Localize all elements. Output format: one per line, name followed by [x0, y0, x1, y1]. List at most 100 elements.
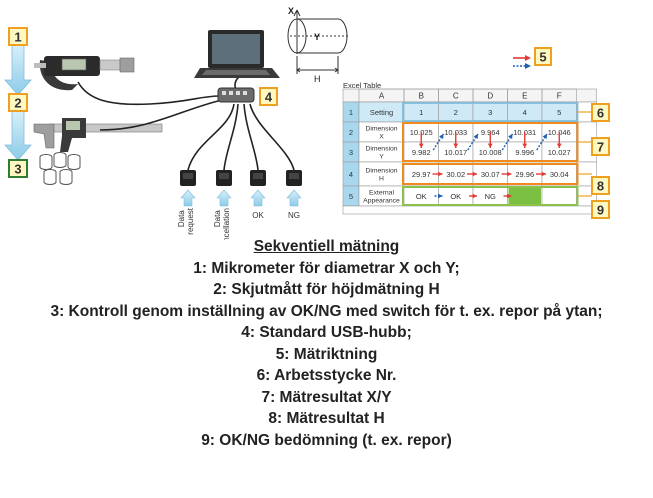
excel-column-header-label: F: [557, 92, 562, 101]
excel-row-label: Dimension: [365, 126, 397, 133]
caption-line-9: 9: OK/NG bedömning (t. ex. repor): [201, 431, 452, 449]
excel-row-number: 4: [349, 170, 353, 179]
cables: [77, 69, 295, 171]
excel-cell-value: 29.96: [515, 170, 534, 179]
excel-cell-value: OK: [450, 192, 461, 201]
h-arrow-head: [507, 171, 512, 177]
excel-cell-value: 9.996: [515, 148, 534, 157]
caption-line-2: 2: Skjutmått för höjdmätning H: [213, 281, 440, 298]
excel-cell-value: 30.02: [446, 170, 465, 179]
excel-row-number: 5: [349, 192, 353, 201]
switch-label-line: Data: [213, 210, 222, 227]
y-to-next-x-arrow-head: [473, 134, 478, 139]
badge-6-label: 6: [597, 106, 604, 121]
x-to-y-arrow-head: [522, 143, 528, 148]
caption-line-3: 3: Kontroll genom inställning av OK/NG m…: [50, 302, 603, 320]
badge-3: 3: [8, 159, 28, 178]
caption-line-6: 6: Arbetsstycke Nr.: [256, 367, 397, 384]
badge-4: 4: [259, 87, 278, 106]
switch-label-data-cancellation: Data cancellation: [213, 208, 231, 240]
excel-cell-value: 10.017: [444, 148, 467, 157]
badge-7: 7: [591, 137, 610, 156]
badge-1-label: 1: [14, 30, 21, 45]
caption-line-8: 8: Mätresultat H: [268, 410, 385, 427]
badge-9-label: 9: [597, 203, 604, 218]
excel-column-header-label: C: [453, 92, 459, 101]
appearance-arrow-head: [472, 193, 477, 199]
excel-cell-value: 5: [557, 108, 561, 117]
excel-row-label: Appearance: [363, 198, 400, 205]
switch-label-line: request: [186, 207, 195, 234]
usb-hub-icon: [217, 87, 255, 103]
badge-8-label: 8: [597, 179, 604, 194]
badge-3-label: 3: [14, 162, 21, 177]
switch-ng: [286, 170, 302, 207]
up-arrow-icon: [216, 189, 232, 207]
appearance-arrow-head: [438, 193, 443, 199]
badge-6: 6: [591, 103, 610, 122]
caption-block: Sekventiell mätning 1: Mikrometer för di…: [0, 236, 653, 451]
switch-label-ng: NG: [288, 211, 300, 220]
h-arrow-head: [541, 171, 546, 177]
laptop-icon: [194, 30, 280, 78]
excel-cell-value: 10.027: [548, 148, 571, 157]
excel-column-header-label: A: [379, 92, 385, 101]
excel-judgement-fill: [508, 188, 541, 204]
switch-data-request: [180, 170, 196, 207]
switch-label-line: cancellation: [222, 208, 231, 240]
y-to-next-x-arrow-head: [542, 134, 547, 139]
excel-cell-value: 4: [523, 108, 527, 117]
excel-column-header-label: E: [522, 92, 527, 101]
excel-table: ABCDEF1Setting123452DimensionX10.02510.0…: [342, 88, 597, 215]
measurement-setup-diagram: 1 2 3: [4, 6, 610, 240]
excel-column-header-label: B: [419, 92, 424, 101]
excel-row-number: 1: [349, 108, 353, 117]
excel-cell-value: OK: [416, 192, 427, 201]
excel-row-number: 2: [349, 128, 353, 137]
badge-9: 9: [591, 200, 610, 219]
y-to-next-x-arrow-head: [439, 134, 444, 139]
excel-cell-value: 10.008: [479, 148, 502, 157]
excel-empty-row: [342, 205, 597, 215]
excel-row-label: X: [379, 134, 384, 141]
caption-title: Sekventiell mätning: [253, 238, 400, 255]
excel-cell-value: 30.04: [550, 170, 569, 179]
caliper-icon: [33, 118, 163, 152]
micrometer-icon: [34, 56, 135, 91]
caption-line-4: 4: Standard USB-hubb;: [241, 324, 412, 341]
badge-7-label: 7: [597, 140, 604, 155]
badge-2: 2: [8, 93, 28, 112]
excel-cell-value: 2: [454, 108, 458, 117]
measuring-direction-legend: [513, 55, 531, 69]
switch-label-data-request: Data request: [177, 207, 195, 234]
badge-8: 8: [591, 176, 610, 195]
h-arrow-head: [438, 171, 443, 177]
x-to-y-arrow-head: [418, 143, 424, 148]
badge-5-label: 5: [539, 50, 546, 65]
excel-cell: [541, 185, 577, 207]
flow-arrow-1-2: [4, 43, 32, 96]
badge-2-label: 2: [14, 96, 21, 111]
excel-row-number: 3: [349, 148, 353, 157]
caption-line-7: 7: Mätresultat X/Y: [261, 388, 392, 406]
excel-row-label: H: [379, 176, 384, 183]
switch-label-line: Data: [177, 210, 186, 227]
excel-cell-value: 30.07: [481, 170, 500, 179]
switch-label-ok: OK: [252, 211, 264, 220]
h-arrow-head: [472, 171, 477, 177]
switch-ok: [250, 170, 266, 207]
excel-cell-value: 29.97: [412, 170, 431, 179]
excel-row-label-cell: [358, 161, 405, 187]
part-dimension-drawing: [287, 9, 348, 74]
axis-label-x: X: [288, 6, 294, 16]
switch-data-cancellation: [216, 170, 232, 207]
excel-row-label: Setting: [370, 108, 393, 117]
excel-cell-value: 1: [419, 108, 423, 117]
excel-table-title: Excel Table: [343, 81, 381, 90]
excel-row-label: Y: [379, 154, 384, 161]
excel-row-label: External: [369, 190, 394, 197]
up-arrow-icon: [286, 189, 302, 207]
appearance-arrow-head: [507, 193, 512, 199]
sequence-flow: [4, 43, 32, 161]
flow-arrow-2-3: [4, 109, 32, 161]
